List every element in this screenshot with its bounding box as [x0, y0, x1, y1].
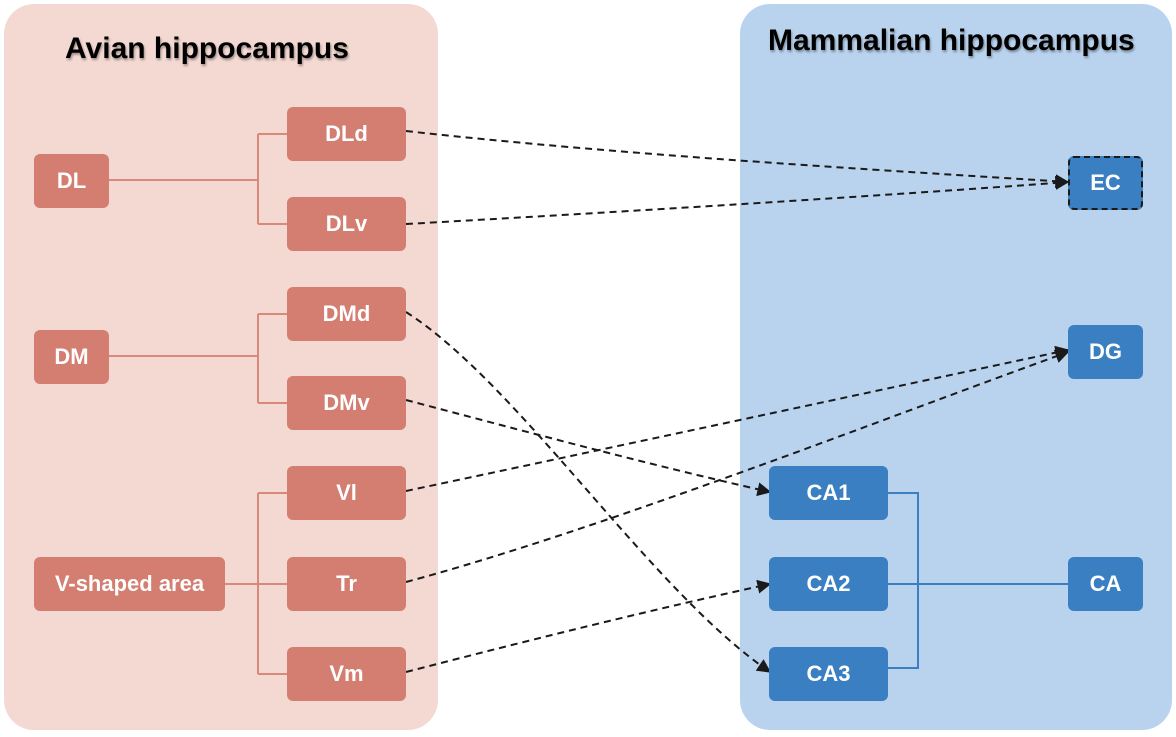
arrow-tr-dg: [405, 349, 1070, 583]
avian-tree-lines: [108, 133, 288, 675]
node-dmd: DMd: [287, 287, 406, 341]
arrow-vl-dg: [405, 345, 1070, 492]
node-dlv: DLv: [287, 197, 406, 251]
node-ca1: CA1: [769, 466, 888, 520]
node-dm: DM: [34, 330, 109, 384]
arrow-dmv-ca1: [405, 399, 772, 497]
mammalian-panel-title: Mammalian hippocampus: [768, 24, 1135, 57]
node-vm: Vm: [287, 647, 406, 701]
arrow-dlv-ec: [405, 175, 1070, 225]
dl-branch-line: [108, 133, 288, 225]
arrow-dld-ec: [405, 130, 1070, 189]
correspondence-arrows: [405, 130, 1070, 673]
node-v-shaped-area: V-shaped area: [34, 557, 225, 611]
arrow-vm-ca2: [405, 579, 772, 673]
ca-branch-line: [888, 492, 1068, 669]
node-dld: DLd: [287, 107, 406, 161]
node-dl: DL: [34, 154, 109, 208]
node-dmv: DMv: [287, 376, 406, 430]
node-ec: EC: [1068, 156, 1143, 210]
node-vl: Vl: [287, 466, 406, 520]
ca-bracket-lines: [888, 492, 1068, 669]
node-ca3: CA3: [769, 647, 888, 701]
avian-panel-title: Avian hippocampus: [65, 32, 349, 65]
vshaped-branch-line: [224, 492, 288, 675]
dm-branch-line: [108, 313, 288, 404]
node-ca2: CA2: [769, 557, 888, 611]
arrow-dmd-ca3: [405, 311, 772, 673]
node-ca: CA: [1068, 557, 1143, 611]
node-tr: Tr: [287, 557, 406, 611]
node-dg: DG: [1068, 325, 1143, 379]
